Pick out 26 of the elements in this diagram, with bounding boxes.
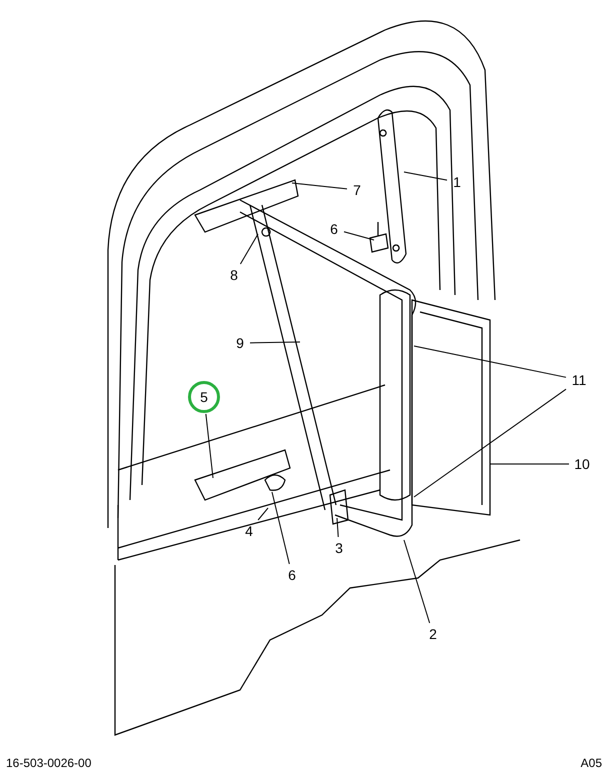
callout-number: 4: [241, 522, 257, 540]
callout-number: 2: [425, 625, 441, 643]
leader-line: [272, 492, 290, 564]
drawing-number: 16-503-0026-00: [6, 756, 92, 770]
leader-line: [250, 342, 300, 344]
callout-number: 6: [284, 566, 300, 584]
callout-number: 9: [232, 334, 248, 352]
leader-line: [292, 182, 348, 190]
callout-number: 10: [571, 455, 593, 473]
callout-number: 6: [326, 220, 342, 238]
leader-line: [240, 234, 258, 264]
callout-number: 11: [568, 371, 590, 389]
callout-number: 1: [449, 173, 465, 191]
leader-line: [258, 508, 268, 520]
leader-line: [404, 540, 430, 624]
circled-callout-number: 5: [188, 381, 220, 413]
leader-line: [336, 518, 339, 538]
leader-line: [414, 346, 566, 378]
callout-number: 3: [331, 539, 347, 557]
leader-line: [404, 172, 448, 181]
leader-line: [205, 413, 214, 478]
leader-line: [344, 231, 374, 240]
revision-code: A05: [580, 756, 602, 770]
leader-line: [414, 388, 566, 498]
callout-number: 8: [226, 266, 242, 284]
callout-number: 7: [349, 181, 365, 199]
